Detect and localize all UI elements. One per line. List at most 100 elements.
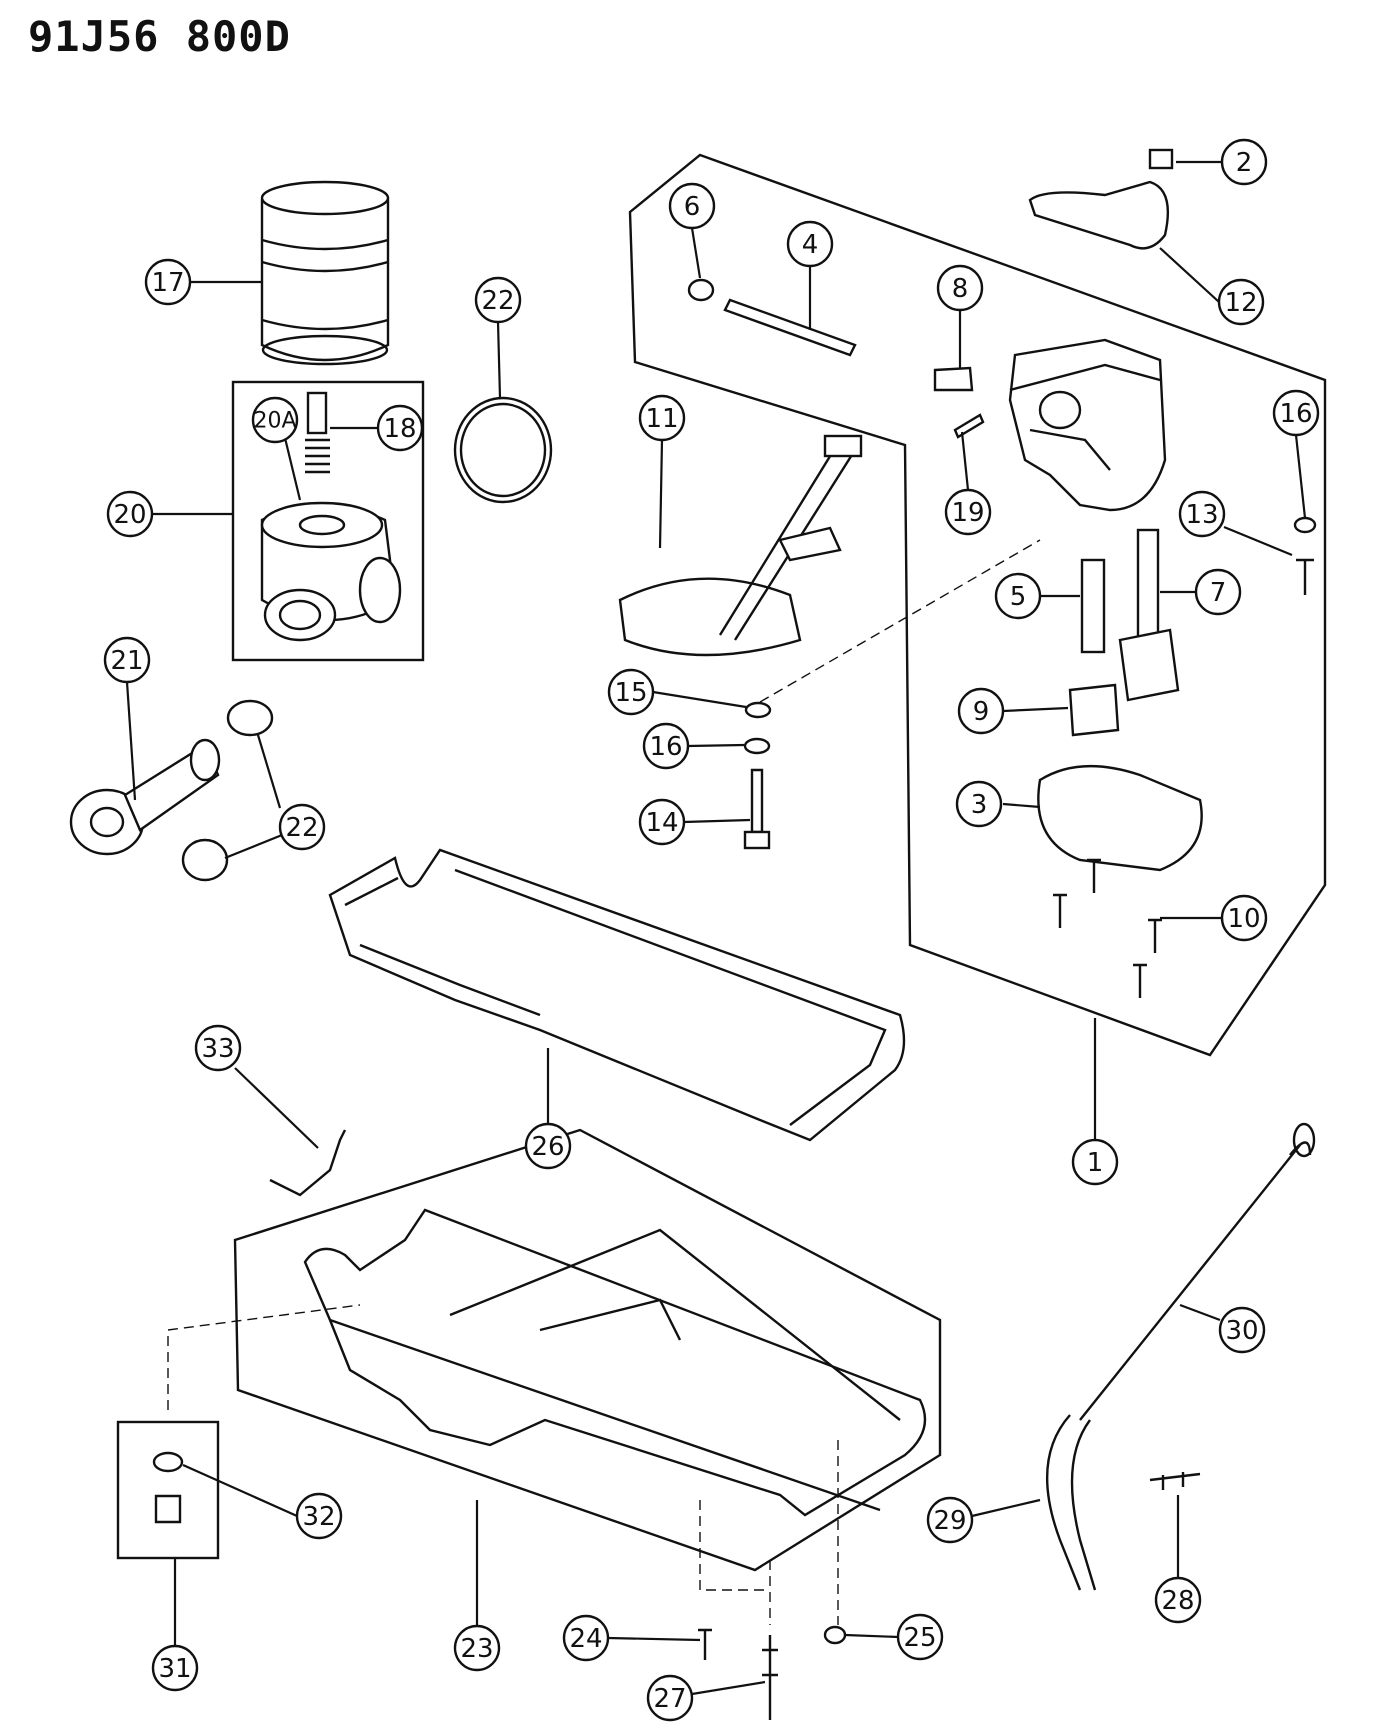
svg-text:9: 9 [973,697,990,727]
svg-text:11: 11 [645,404,678,434]
svg-text:1: 1 [1087,1148,1104,1178]
leader-lines [125,160,1307,1696]
pump-cover-drawing [1037,764,1203,872]
callout-18: 18 [376,404,424,452]
support-bracket-drawing [1028,180,1169,250]
oil-filter-drawing [260,180,390,366]
oil-pump-assembly-box [628,153,1327,1057]
svg-text:30: 30 [1225,1316,1258,1346]
pan-stud-drawing [762,1635,778,1720]
oil-pump-body-drawing [1008,338,1167,512]
wire-clip-drawing [269,1129,347,1197]
adapter-bolt-drawing [69,738,221,856]
pump-bolt-drawing [1296,558,1314,595]
svg-text:3: 3 [971,790,988,820]
cover-bolt-drawing [1133,963,1147,998]
svg-text:20: 20 [113,500,146,530]
callout-20a: 20A [251,396,299,444]
callout-30: 30 [1218,1306,1266,1354]
idler-shaft-drawing [1080,558,1106,654]
callout-19: 19 [944,488,992,536]
callout-24: 24 [562,1614,610,1662]
svg-text:18: 18 [383,414,416,444]
shaft-pin-drawing [723,298,857,357]
svg-text:32: 32 [302,1502,335,1532]
callout-11: 11 [638,394,686,442]
svg-text:4: 4 [802,230,819,260]
svg-text:7: 7 [1210,578,1227,608]
svg-text:19: 19 [951,498,984,528]
dipstick-tube-drawing [1045,1414,1097,1591]
dipstick-tube-stud-drawing [1149,1472,1201,1490]
svg-text:26: 26 [531,1132,564,1162]
o-ring-drawing [226,699,274,737]
svg-text:23: 23 [460,1634,493,1664]
svg-text:27: 27 [653,1684,686,1714]
svg-text:2: 2 [1236,148,1253,178]
svg-text:22: 22 [481,286,514,316]
svg-text:5: 5 [1010,582,1027,612]
cover-bolt-drawing [1053,893,1067,928]
plug-drawing [687,278,715,302]
idler-gear-drawing [1068,683,1120,737]
callout-31: 31 [151,1644,199,1692]
callout-21: 21 [103,636,151,684]
callout-29: 29 [926,1496,974,1544]
callout-12: 12 [1217,278,1265,326]
callout-28: 28 [1154,1576,1202,1624]
drain-plug-gasket-drawing [152,1451,184,1473]
callout-23: 23 [453,1624,501,1672]
callout-22: 22 [278,803,326,851]
callout-4: 4 [786,220,834,268]
callout-17: 17 [144,258,192,306]
svg-text:29: 29 [933,1506,966,1536]
callout-27: 27 [646,1674,694,1722]
callout-10: 10 [1220,894,1268,942]
callout-15: 15 [607,668,655,716]
cover-bolt-drawing [1148,918,1162,953]
svg-text:13: 13 [1185,500,1218,530]
relief-valve-plug-drawing [933,366,974,392]
oil-pan-drawing [303,1208,927,1517]
callout-6: 6 [668,182,716,230]
svg-text:22: 22 [285,813,318,843]
svg-text:12: 12 [1224,288,1257,318]
callout-2: 2 [1220,138,1268,186]
callout-3: 3 [955,780,1003,828]
callout-16: 16 [642,722,690,770]
oil-dipstick-drawing [1079,1141,1312,1421]
lock-washer-drawing [1293,516,1317,534]
drive-gear-drawing [1118,628,1180,702]
callout-5: 5 [994,572,1042,620]
filter-adapter-box [231,380,425,662]
oil-pickup-tube-drawing [618,434,863,657]
oil-pan-assembly-box [233,1128,942,1572]
oil-pan-gasket-drawing [328,848,906,1142]
svg-text:20A: 20A [253,409,296,434]
drain-plug-drawing [154,1494,182,1524]
pickup-bolt-drawing [750,768,764,834]
svg-text:16: 16 [649,732,682,762]
svg-text:17: 17 [151,268,184,298]
pan-nut-drawing [823,1625,847,1645]
callout-16: 16 [1272,389,1320,437]
svg-text:16: 16 [1279,399,1312,429]
svg-text:33: 33 [201,1034,234,1064]
callout-33: 33 [194,1024,242,1072]
nut-drawing [1148,148,1174,170]
filter-adapter-drawing [260,501,402,642]
relief-valve-drawing [305,391,330,474]
flat-washer-drawing [744,701,772,719]
svg-text:21: 21 [110,646,143,676]
cotter-pin-drawing [953,413,985,439]
svg-text:8: 8 [952,274,969,304]
cover-bolt-drawing [1087,858,1101,893]
svg-text:31: 31 [158,1654,191,1684]
callout-25: 25 [896,1613,944,1661]
callout-7: 7 [1194,568,1242,616]
o-ring-drawing [181,838,229,882]
callout-26: 26 [524,1122,572,1170]
svg-text:14: 14 [645,808,678,838]
callout-32: 32 [295,1492,343,1540]
